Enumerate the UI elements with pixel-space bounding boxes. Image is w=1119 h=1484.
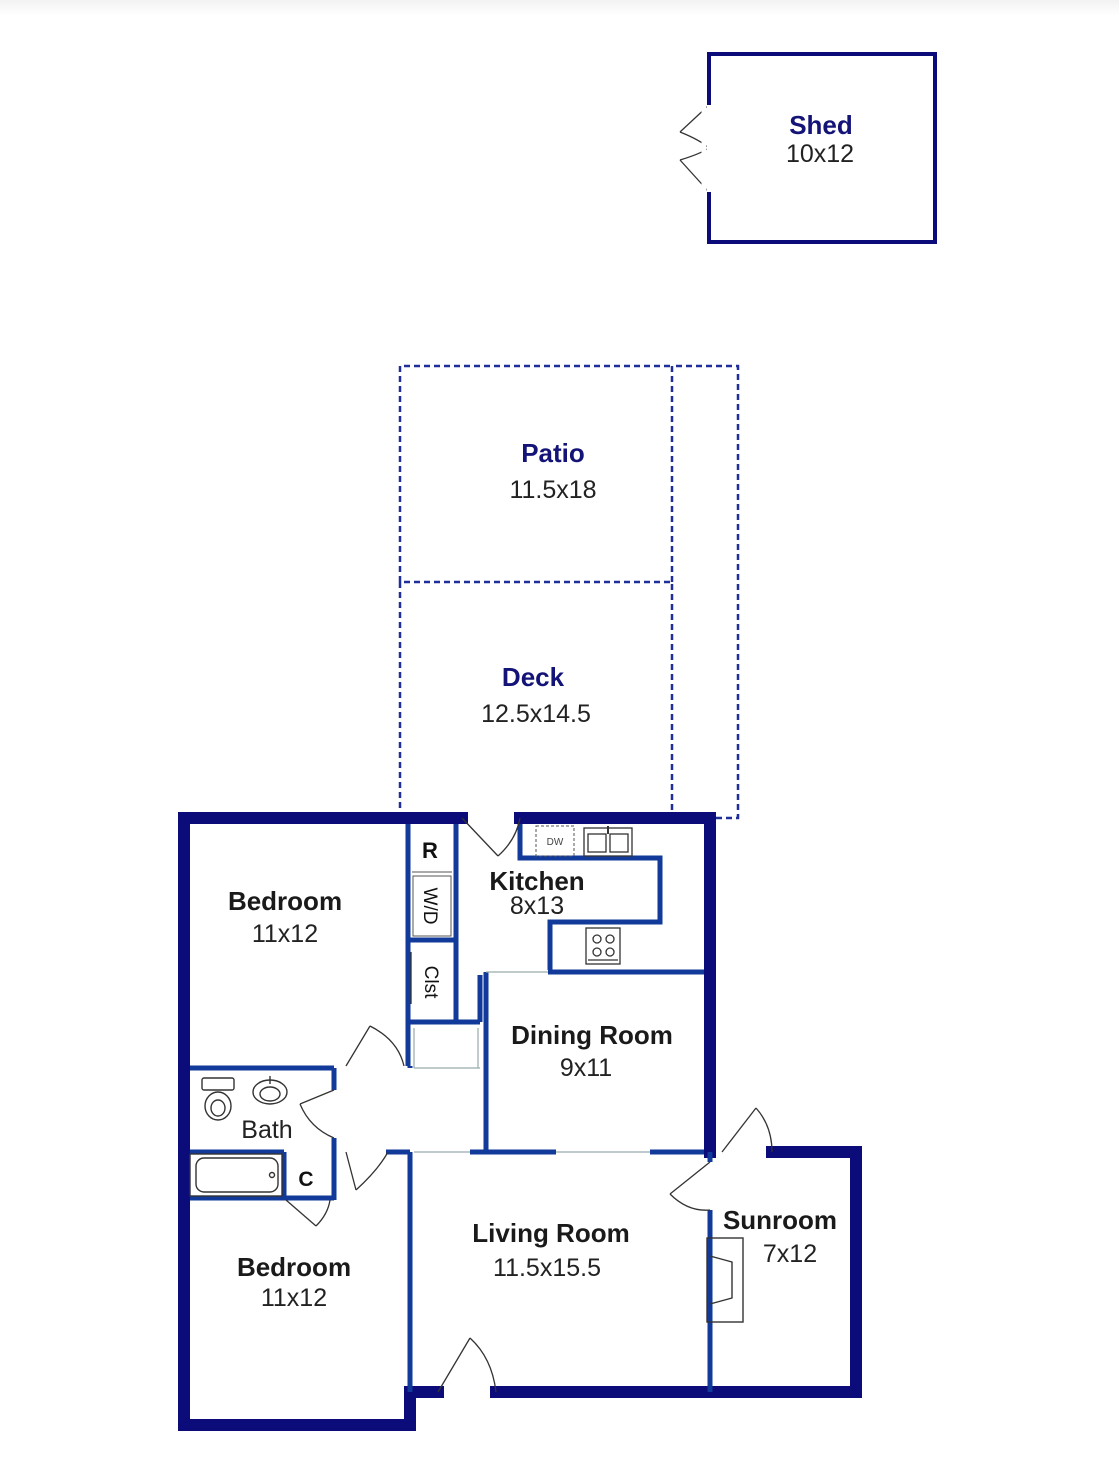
sink-icon xyxy=(252,1076,288,1105)
dishwasher: DW xyxy=(535,825,575,857)
deck-dim: 12.5x14.5 xyxy=(481,700,591,728)
kitchen-dim: 8x13 xyxy=(510,892,564,920)
patio-dim: 11.5x18 xyxy=(509,476,596,504)
dining-dim: 9x11 xyxy=(560,1054,612,1082)
washer-dryer-label: W/D xyxy=(419,888,440,925)
bath-name: Bath xyxy=(241,1116,292,1144)
interior-walls xyxy=(190,824,713,1392)
shed-name: Shed xyxy=(789,110,853,140)
fireplace-icon xyxy=(706,1237,744,1323)
sunroom-dim: 7x12 xyxy=(763,1240,817,1268)
washer-dryer xyxy=(412,875,452,937)
patio-name: Patio xyxy=(521,438,585,468)
living-dim: 11.5x15.5 xyxy=(493,1254,601,1282)
refrigerator-label: R xyxy=(422,838,438,863)
bedroom2-name: Bedroom xyxy=(237,1252,351,1282)
patio: Patio 11.5x18 xyxy=(398,364,740,820)
window-top-bar xyxy=(0,0,1119,16)
shed: Shed 10x12 xyxy=(679,52,937,244)
kitchen-sink-icon xyxy=(583,826,633,857)
living-name: Living Room xyxy=(472,1218,629,1248)
dining-name: Dining Room xyxy=(511,1020,673,1050)
bedroom1-dim: 11x12 xyxy=(252,920,318,948)
closet-small-label: C xyxy=(298,1168,313,1191)
door-swing-icon xyxy=(679,104,711,193)
bathtub-icon xyxy=(189,1153,283,1197)
sunroom-name: Sunroom xyxy=(723,1205,837,1235)
exterior-walls xyxy=(178,812,862,1431)
toilet-icon xyxy=(201,1077,235,1121)
shed-dim: 10x12 xyxy=(786,140,854,168)
hall-lines xyxy=(413,971,650,1153)
deck: Deck 12.5x14.5 xyxy=(398,580,674,818)
bedroom1-name: Bedroom xyxy=(228,886,342,916)
stove-icon xyxy=(585,927,621,965)
door-swing-icon xyxy=(285,817,773,1393)
kitchen-name: Kitchen xyxy=(489,866,584,896)
bedroom2-dim: 11x12 xyxy=(261,1284,327,1312)
closet-label: Clst xyxy=(420,966,441,999)
dishwasher-label: DW xyxy=(547,837,564,848)
deck-name: Deck xyxy=(502,662,565,692)
